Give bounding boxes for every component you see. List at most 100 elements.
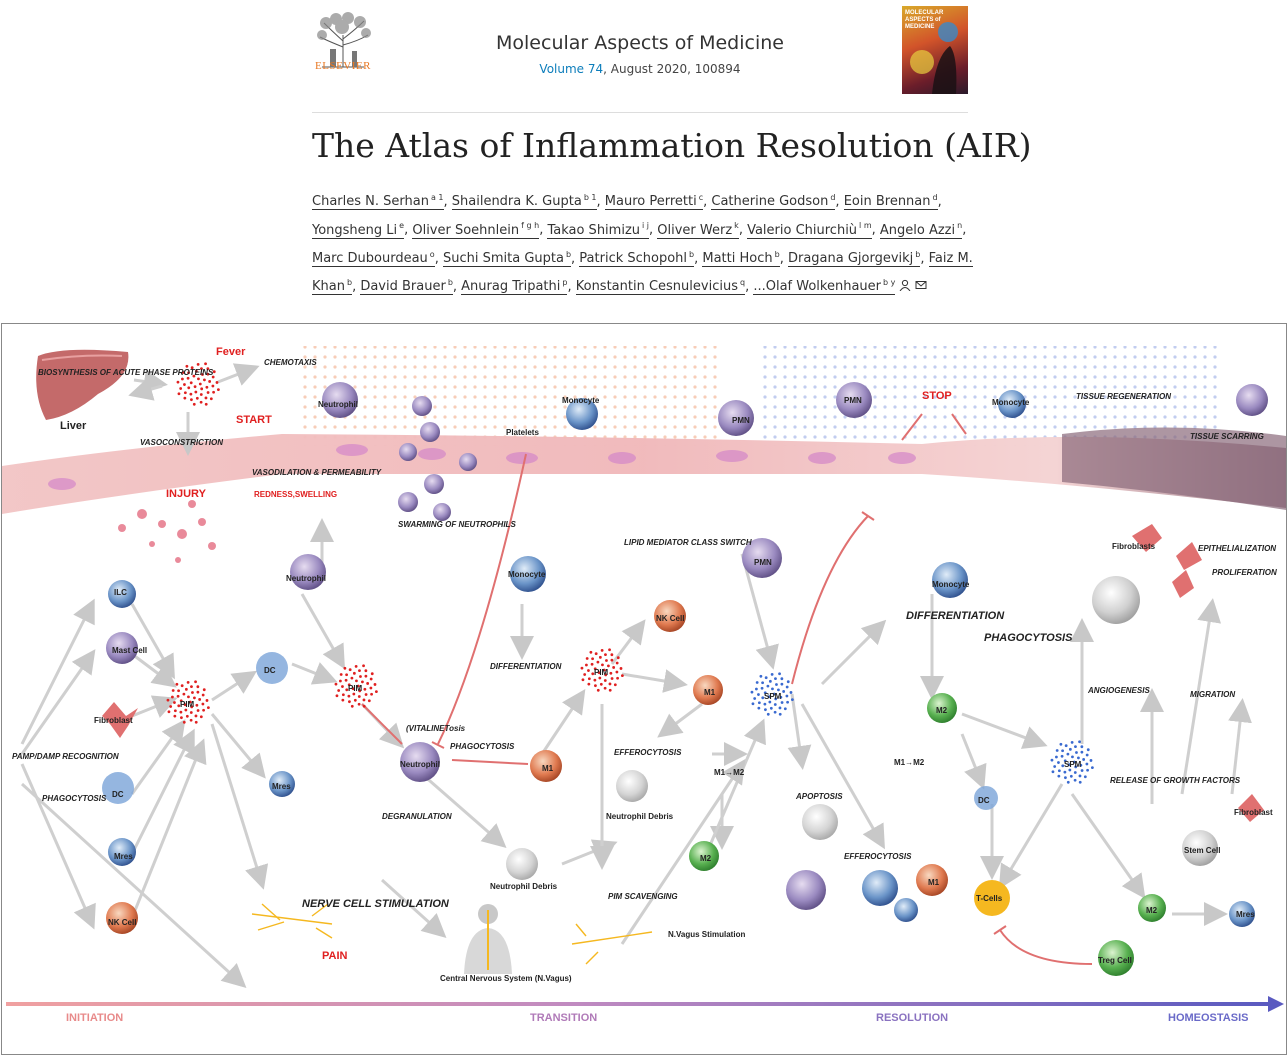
- author-name: Valerio Chiurchiù: [747, 222, 858, 238]
- label-pimscav: PIM SCAVENGING: [608, 892, 678, 901]
- nk-cell: [106, 902, 138, 934]
- label-mono3: Monocyte: [508, 570, 546, 579]
- label-phago1: PHAGOCYTOSIS: [42, 794, 107, 803]
- label-effero1: EFFEROCYTOSIS: [614, 748, 682, 757]
- label-fibro3: Fibroblasts: [1112, 542, 1156, 551]
- label-m1m2b: M1→M2: [894, 758, 925, 767]
- label-diff2: DIFFERENTIATION: [906, 610, 1005, 622]
- fibroblast-cell: [102, 702, 138, 738]
- human-figure: [464, 904, 512, 974]
- label-phago3: PHAGOCYTOSIS: [984, 632, 1073, 644]
- endothelial-nuclei: [48, 444, 916, 490]
- label-pim3: PIM: [594, 668, 609, 677]
- label-fibro1: Fibroblast: [94, 716, 133, 725]
- label-diff1: DIFFERENTIATION: [490, 662, 562, 671]
- label-vasocon: VASOCONSTRICTION: [140, 438, 223, 447]
- label-fever: Fever: [216, 346, 246, 358]
- label-m2b: M2: [936, 706, 948, 715]
- author-name: Anurag Tripathi: [461, 279, 561, 295]
- label-scar: TISSUE SCARRING: [1190, 432, 1264, 441]
- label-pim1: PIM: [180, 700, 195, 709]
- author-name: Patrick Schopohl: [579, 250, 688, 266]
- tissue-scar: [1062, 427, 1286, 510]
- author-affiliation: b: [915, 249, 921, 259]
- author-affiliation: b: [689, 249, 695, 259]
- pim-clusters: [166, 362, 624, 724]
- label-neut1: Neutrophil: [318, 400, 358, 409]
- label-vasodil: VASODILATION & PERMEABILITY: [252, 468, 382, 477]
- label-m2a: M2: [700, 854, 712, 863]
- mast-cell: [106, 632, 138, 664]
- timeline-bar: [6, 1002, 1268, 1006]
- label-nk1: NK Cell: [108, 918, 137, 927]
- author-affiliation: a 1: [430, 193, 444, 202]
- pmn-cell-2: [836, 382, 872, 418]
- author-affiliation: i j: [642, 221, 650, 231]
- author-affiliation: d: [932, 193, 938, 202]
- label-regen: TISSUE REGENERATION: [1076, 392, 1171, 401]
- author-affiliation: b y: [883, 277, 896, 287]
- author-name: Mauro Perretti: [604, 194, 697, 210]
- author-name: Oliver Soehnlein: [412, 222, 520, 238]
- stage-trans: TRANSITION: [530, 1012, 598, 1024]
- stage-init: INITIATION: [66, 1012, 124, 1024]
- liver-shape: [36, 349, 129, 420]
- injury-blood-drops: [118, 500, 216, 563]
- label-spm1: SPM: [764, 692, 782, 701]
- person-icon[interactable]: [899, 279, 911, 292]
- stage-homeo: HOMEOSTASIS: [1168, 1012, 1249, 1024]
- label-growth: RELEASE OF GROWTH FACTORS: [1110, 776, 1241, 785]
- t-cells: [974, 880, 1010, 916]
- email-icon[interactable]: [915, 279, 927, 291]
- nerve-cells: [251, 903, 653, 965]
- author-name: Shailendra K. Gupta: [451, 194, 582, 210]
- author-affiliation: p: [562, 277, 568, 287]
- author-name: Suchi Smita Gupta: [442, 250, 564, 266]
- author-name: Takao Shimizu: [547, 222, 641, 238]
- label-vitaline: (VITALINETosis: [406, 724, 466, 733]
- label-pmn3: PMN: [754, 558, 772, 567]
- label-mres3: Mres: [1236, 910, 1255, 919]
- label-fibro2: Fibroblast: [1234, 808, 1273, 817]
- author-name: Charles N. Serhan: [312, 194, 429, 210]
- label-platelets: Platelets: [506, 428, 539, 437]
- label-pain: PAIN: [322, 950, 348, 962]
- label-stop: STOP: [922, 390, 952, 402]
- label-dc2: DC: [264, 666, 276, 675]
- label-degran: DEGRANULATION: [382, 812, 452, 821]
- journal-cover-thumbnail[interactable]: MOLECULAR ASPECTS of MEDICINE: [902, 6, 968, 94]
- cover-art: [910, 22, 958, 94]
- journal-title[interactable]: Molecular Aspects of Medicine: [496, 32, 784, 54]
- volume-link[interactable]: Volume 74: [539, 62, 604, 76]
- label-dc3: DC: [978, 796, 990, 805]
- journal-header: ELSEVIER Molecular Aspects of Medicine V…: [312, 0, 968, 112]
- label-swarming: SWARMING OF NEUTROPHILS: [398, 520, 516, 529]
- label-m1c: M1: [928, 878, 940, 887]
- label-angio: ANGIOGENESIS: [1088, 686, 1150, 695]
- author-affiliation: f g h: [521, 221, 540, 231]
- author-name: Yongsheng Li: [312, 222, 398, 238]
- monocyte-cell-2: [998, 390, 1026, 418]
